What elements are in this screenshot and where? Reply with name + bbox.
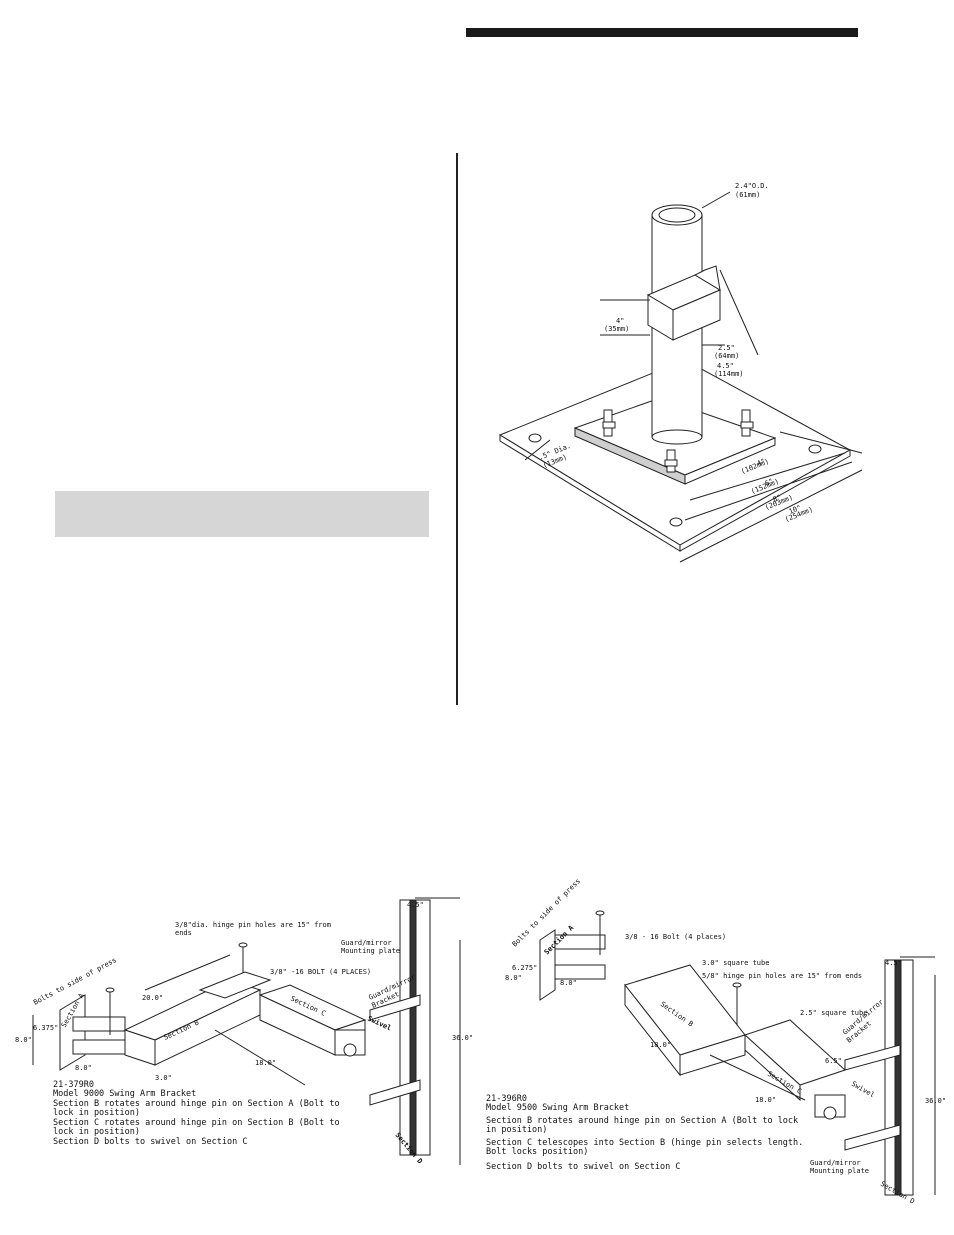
b9500-d45: 4.5" xyxy=(885,959,902,967)
dim-45: 4.5" xyxy=(717,362,734,370)
b9000-guard-plate2: Mounting plate xyxy=(341,947,400,955)
header-rule xyxy=(466,28,858,37)
bracket-9000-drawing: Bolts to side of press 3/8"dia. hinge pi… xyxy=(15,897,473,1165)
od-mm: (61mm) xyxy=(735,191,760,199)
b9500-caption: 21-396R0 Model 9500 Swing Arm Bracket Se… xyxy=(486,1094,803,1172)
b9000-bolt-label: 3/8" -16 BOLT (4 PLACES) xyxy=(270,968,371,976)
b9000-hinge-note: 3/8"dia. hinge pin holes are 15" from xyxy=(175,921,331,929)
b9000-guard-plate: Guard/mirror xyxy=(341,939,392,947)
b9500-caption-line: Section B rotates around hinge pin on Se… xyxy=(486,1116,798,1126)
b9000-d45: 4.5" xyxy=(407,901,424,909)
b9500-swivel: Swivel xyxy=(850,1080,876,1100)
b9000-caption: 21-379R0 Model 9000 Swing Arm Bracket Se… xyxy=(53,1080,340,1147)
b9500-caption-line: in position) xyxy=(486,1125,547,1135)
b9500-caption-line: Bolt locks position) xyxy=(486,1147,588,1157)
b9500-d8a: 8.0" xyxy=(505,974,522,982)
b9000-d18: 18.0" xyxy=(255,1059,276,1067)
b9500-guard-plate: Guard/mirror xyxy=(810,1159,861,1167)
b9000-d3: 3.0" xyxy=(155,1074,172,1082)
b9000-d6375: 6.375" xyxy=(33,1024,58,1032)
dim-4-top: 4" xyxy=(616,317,624,325)
b9500-d65: 6.5" xyxy=(825,1057,842,1065)
b9000-caption-line: lock in position) xyxy=(53,1127,140,1137)
b9500-d36: 36.0" xyxy=(925,1097,945,1105)
dim-8: 8" xyxy=(772,493,783,504)
b9000-d36: 36.0" xyxy=(452,1034,473,1042)
b9000-caption-line: lock in position) xyxy=(53,1108,140,1118)
b9000-caption-line: 21-379R0 xyxy=(53,1080,94,1090)
b9500-guard-plate2: Mounting plate xyxy=(810,1167,869,1175)
b9000-caption-line: Model 9000 Swing Arm Bracket xyxy=(53,1089,196,1099)
dim-4-base: 4" xyxy=(756,457,767,468)
b9000-caption-line: Section B rotates around hinge pin on Se… xyxy=(53,1099,340,1109)
b9000-caption-line: Section C rotates around hinge pin on Se… xyxy=(53,1118,340,1128)
dim-4-top-mm: (35mm) xyxy=(604,325,629,333)
b9500-d18a: 18.0" xyxy=(650,1041,671,1049)
b9500-tube30: 3.0" square tube xyxy=(702,959,769,967)
column-divider xyxy=(456,153,458,705)
od-label: 2.4"O.D. xyxy=(735,182,769,190)
b9500-caption-line: Section D bolts to swivel on Section C xyxy=(486,1162,680,1172)
b9500-d6275: 6.275" xyxy=(512,964,537,972)
b9500-tube25: 2.5" square tube xyxy=(800,1009,867,1017)
b9000-d8b: 8.0" xyxy=(75,1064,92,1072)
b9500-caption-line: Model 9500 Swing Arm Bracket xyxy=(486,1103,629,1113)
b9000-caption-line: Section D bolts to swivel on Section C xyxy=(53,1137,247,1147)
dim-45-mm: (114mm) xyxy=(714,370,744,378)
post-mount-drawing: 2.4"O.D. (61mm) 4" (35mm) 2.5" (64mm) 4.… xyxy=(498,182,863,563)
b9500-hinge-note: 5/8" hinge pin holes are 15" from ends xyxy=(702,972,862,980)
b9500-bolt-label: 3/8 - 16 Bolt (4 places) xyxy=(625,933,726,941)
dim-25: 2.5" xyxy=(718,344,735,352)
gray-callout-box xyxy=(55,491,429,537)
b9000-d8a: 8.0" xyxy=(15,1036,32,1044)
b9500-caption-line: 21-396R0 xyxy=(486,1094,527,1104)
dim-25-mm: (64mm) xyxy=(714,352,739,360)
b9000-d20: 20.0" xyxy=(142,994,163,1002)
dim-6: 6" xyxy=(764,477,775,488)
b9500-d18b: 18.0" xyxy=(755,1096,776,1104)
b9500-d8b: 8.0" xyxy=(560,979,577,987)
b9500-caption-line: Section C telescopes into Section B (hin… xyxy=(486,1138,803,1148)
b9000-hinge-note2: ends xyxy=(175,929,192,937)
bracket-9500-drawing: Bolts to side of press 3/8 - 16 Bolt (4 … xyxy=(486,877,945,1205)
